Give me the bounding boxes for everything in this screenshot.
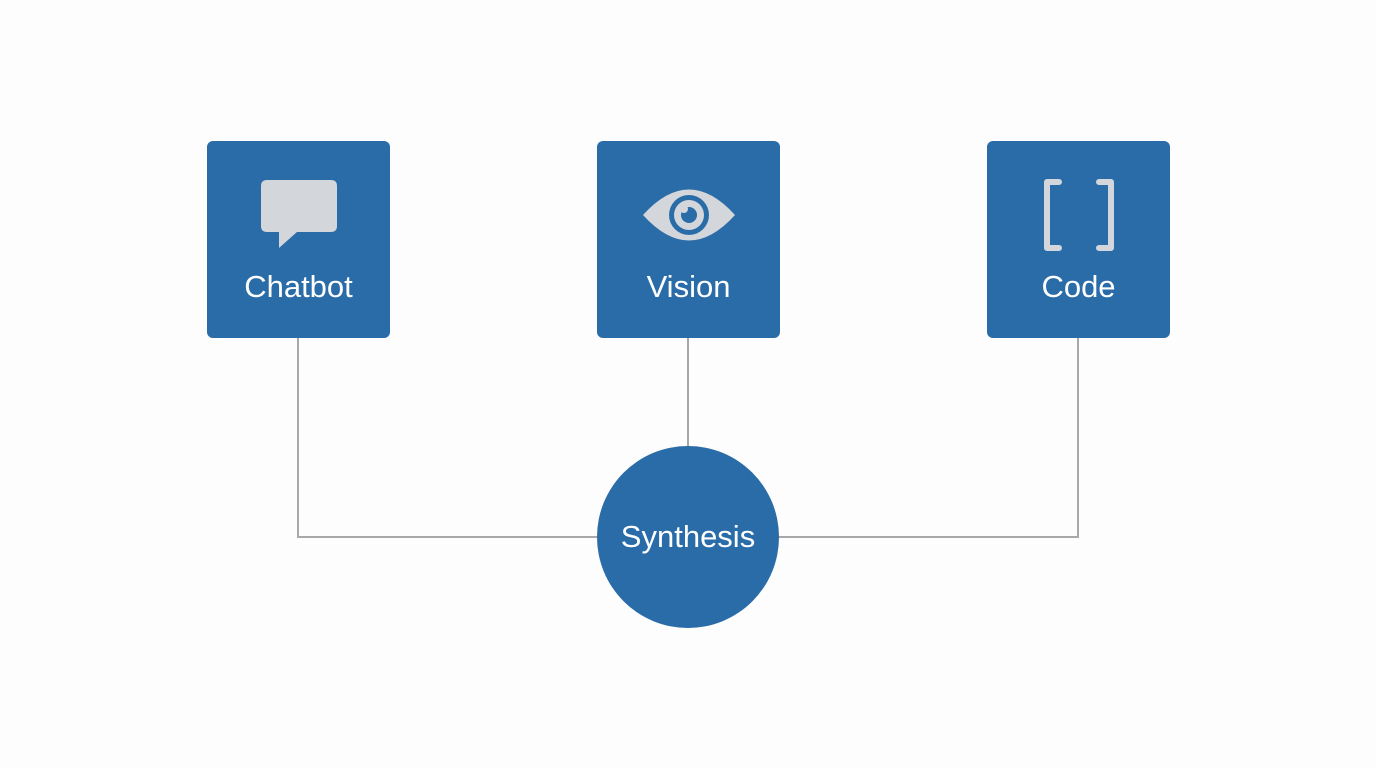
node-label: Code [1041,269,1116,304]
hub-label: Synthesis [620,519,756,554]
speech-bubble-icon [207,175,390,255]
node-vision: Vision [597,141,780,338]
node-code: Code [987,141,1170,338]
node-label: Chatbot [244,269,353,304]
node-synthesis: Synthesis [597,446,779,628]
node-label: Vision [646,269,731,304]
edge-code-synthesis [779,338,1079,538]
node-chatbot: Chatbot [207,141,390,338]
eye-icon [597,175,780,255]
edge-chatbot-synthesis [297,338,597,538]
brackets-icon [987,175,1170,255]
